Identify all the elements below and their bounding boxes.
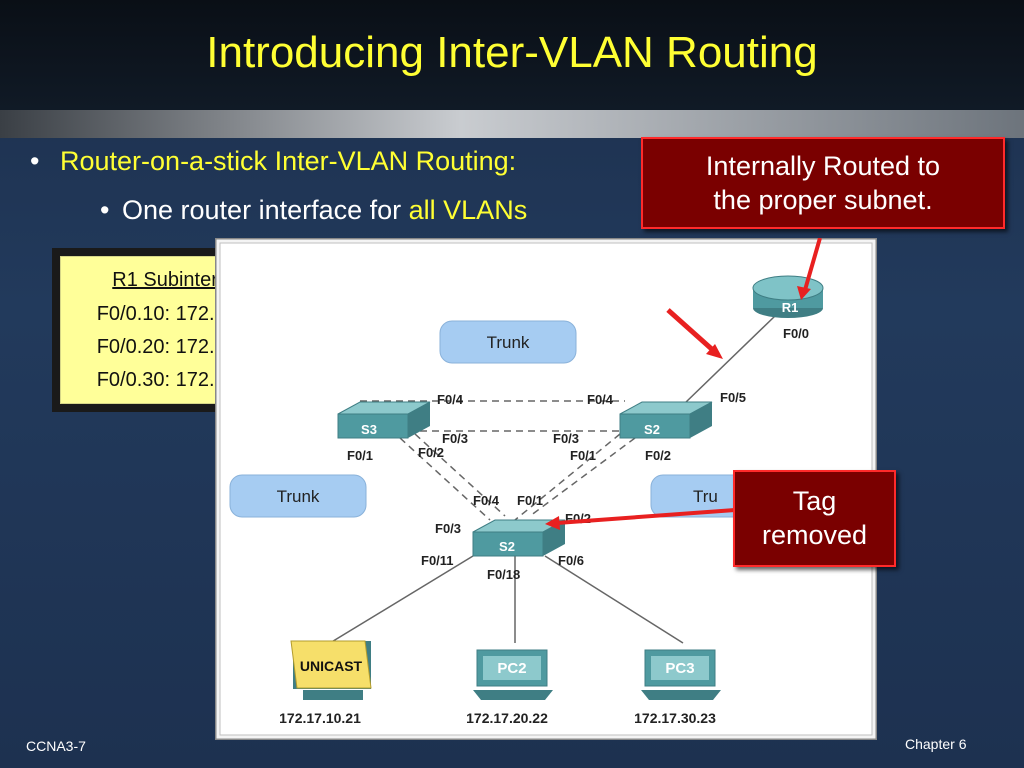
svg-text:F0/3: F0/3 bbox=[442, 431, 468, 446]
svg-text:F0/11: F0/11 bbox=[421, 553, 454, 568]
pc-pc3[interactable]: PC3 bbox=[641, 649, 721, 700]
bullet-dot-icon: • bbox=[30, 146, 40, 176]
callout-tag-line2: removed bbox=[761, 520, 868, 550]
svg-text:F0/4: F0/4 bbox=[587, 392, 614, 407]
svg-text:UNICAST: UNICAST bbox=[300, 658, 363, 674]
callout-internally-routed: Internally Routed to the proper subnet. bbox=[641, 137, 1005, 229]
svg-text:F0/1: F0/1 bbox=[517, 493, 543, 508]
svg-text:F0/2: F0/2 bbox=[645, 448, 671, 463]
router-r1[interactable]: R1 bbox=[752, 275, 824, 318]
links bbox=[324, 315, 776, 647]
bullet-level1: • Router-on-a-stick Inter-VLAN Routing: bbox=[30, 146, 516, 177]
svg-text:S2: S2 bbox=[499, 539, 515, 554]
svg-text:PC3: PC3 bbox=[665, 660, 694, 677]
bullet-level2: • One router interface for all VLANs bbox=[100, 195, 527, 226]
trunk-label-top: Trunk bbox=[439, 320, 577, 364]
svg-text:F0/1: F0/1 bbox=[347, 448, 373, 463]
svg-text:S2: S2 bbox=[644, 422, 660, 437]
slide-title: Introducing Inter-VLAN Routing bbox=[206, 28, 818, 77]
svg-text:R1: R1 bbox=[782, 300, 799, 315]
svg-text:S3: S3 bbox=[361, 422, 377, 437]
svg-text:172.17.20.22: 172.17.20.22 bbox=[466, 710, 548, 726]
callout-tag-line1: Tag bbox=[792, 486, 837, 516]
red-arrows bbox=[545, 238, 822, 530]
callout-tag-removed: Tag removed bbox=[733, 470, 896, 567]
svg-text:Trunk: Trunk bbox=[487, 333, 530, 352]
svg-text:F0/4: F0/4 bbox=[473, 493, 500, 508]
footer-course: CCNA3-7 bbox=[26, 738, 86, 754]
callout-routed-line1: Internally Routed to bbox=[705, 151, 941, 181]
callout-routed-line2: the proper subnet. bbox=[713, 185, 933, 215]
bullet-level2-text: One router interface for bbox=[122, 195, 409, 225]
bullet-level2-highlight: all VLANs bbox=[408, 195, 528, 225]
trunk-label-left: Trunk bbox=[229, 474, 367, 518]
ip-labels: 172.17.10.21 172.17.20.22 172.17.30.23 bbox=[279, 710, 716, 726]
svg-text:Tru: Tru bbox=[693, 487, 718, 506]
pc-unicast[interactable]: UNICAST bbox=[290, 640, 372, 700]
network-diagram: Trunk Trunk Tru R1 S3 S2 bbox=[215, 238, 877, 740]
svg-text:F0/0: F0/0 bbox=[783, 326, 809, 341]
bullet-dot-icon: • bbox=[100, 195, 110, 225]
svg-text:F0/1: F0/1 bbox=[570, 448, 596, 463]
switch-s3[interactable]: S3 bbox=[337, 401, 431, 439]
svg-text:172.17.30.23: 172.17.30.23 bbox=[634, 710, 716, 726]
title-stripe bbox=[0, 110, 1024, 138]
footer-chapter: Chapter 6 bbox=[905, 736, 967, 752]
svg-text:172.17.10.21: 172.17.10.21 bbox=[279, 710, 361, 726]
svg-text:F0/6: F0/6 bbox=[558, 553, 584, 568]
title-bar bbox=[0, 0, 1024, 138]
pc-pc2[interactable]: PC2 bbox=[473, 649, 553, 700]
switch-s2-top[interactable]: S2 bbox=[619, 401, 713, 439]
bullet-level1-text: Router-on-a-stick Inter-VLAN Routing: bbox=[60, 146, 517, 176]
svg-text:F0/3: F0/3 bbox=[435, 521, 461, 536]
switch-s2-bottom[interactable]: S2 bbox=[472, 519, 566, 557]
svg-text:Trunk: Trunk bbox=[277, 487, 320, 506]
svg-text:F0/2: F0/2 bbox=[418, 445, 444, 460]
svg-text:PC2: PC2 bbox=[497, 660, 526, 677]
svg-text:F0/18: F0/18 bbox=[487, 567, 520, 582]
svg-text:F0/5: F0/5 bbox=[720, 390, 746, 405]
svg-text:F0/4: F0/4 bbox=[437, 392, 464, 407]
svg-text:F0/3: F0/3 bbox=[553, 431, 579, 446]
